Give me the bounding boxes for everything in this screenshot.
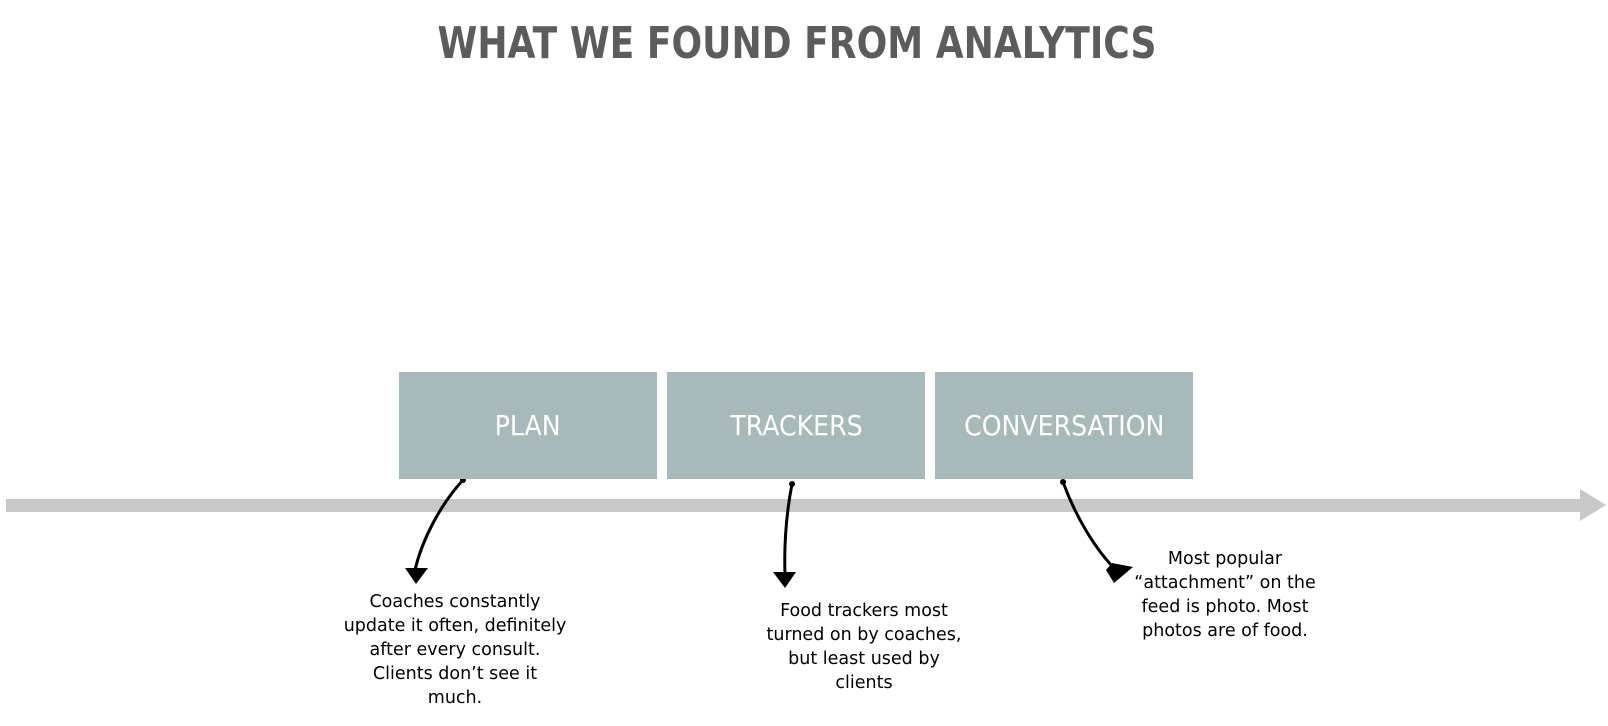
page-title: WHAT WE FOUND FROM ANALYTICS	[437, 18, 1157, 69]
note-line: “attachment” on the	[1134, 573, 1316, 593]
note-line: Coaches constantly	[369, 592, 541, 612]
note-trackers: Food trackers most turned on by coaches,…	[755, 599, 973, 695]
note-line: Most popular	[1167, 549, 1283, 569]
arrow-plan-icon	[405, 477, 466, 584]
note-line: Food trackers most	[780, 601, 948, 621]
note-conversation: Most popular “attachment” on the feed is…	[1130, 547, 1320, 643]
stage-label-conversation: CONVERSATION	[963, 409, 1165, 442]
stage-box-trackers: TRACKERS	[667, 372, 925, 479]
note-line: feed is photo. Most	[1141, 597, 1309, 617]
note-line: turned on by coaches,	[766, 625, 962, 645]
note-line: after every consult.	[369, 640, 541, 660]
note-line: Clients don’t see it	[372, 664, 538, 684]
timeline-bar	[6, 499, 1582, 512]
arrow-conversation-icon	[1060, 479, 1133, 583]
note-line: update it often, definitely	[343, 616, 567, 636]
note-line: but least used by	[788, 649, 940, 669]
stage-label-plan: PLAN	[495, 409, 561, 442]
stage-box-plan: PLAN	[399, 372, 657, 479]
note-line: much.	[427, 688, 483, 708]
timeline-arrowhead-icon	[1580, 489, 1606, 521]
stage-label-trackers: TRACKERS	[729, 409, 863, 442]
stage-box-conversation: CONVERSATION	[935, 372, 1193, 479]
note-plan: Coaches constantly update it often, defi…	[340, 590, 570, 710]
arrow-trackers-icon	[773, 481, 796, 588]
note-line: photos are of food.	[1142, 621, 1308, 641]
note-line: clients	[835, 673, 893, 693]
